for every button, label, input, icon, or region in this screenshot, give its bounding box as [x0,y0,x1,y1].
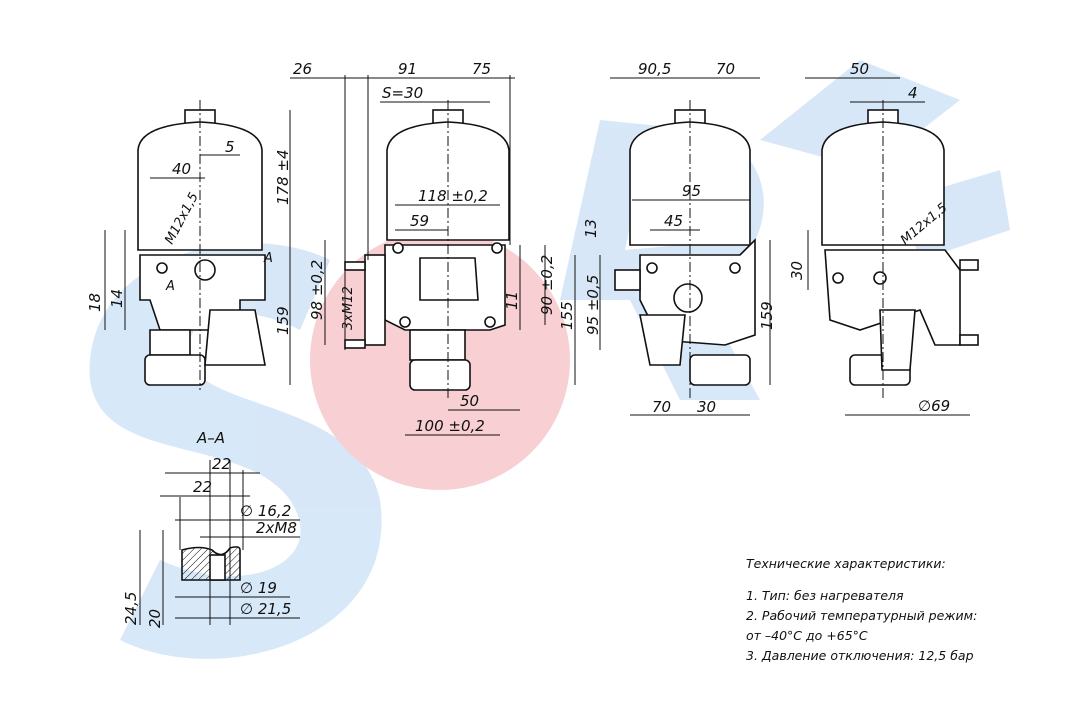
dim-40: 40 [172,160,191,178]
section-title: A–A [196,429,225,447]
dim-11: 11 [503,291,521,310]
dim-95: 95 [682,182,701,200]
dim-90-5: 90,5 [638,60,671,78]
dim-14: 14 [108,289,126,308]
spec-line: 1. Тип: без нагревателя [746,588,904,603]
spec-line: 3. Давление отключения: 12,5 бар [746,648,974,663]
dim-dia21: ∅ 21,5 [240,600,291,618]
dim-s30: S=30 [382,84,423,102]
dim-22a: 22 [212,455,231,473]
dim-91: 91 [398,60,417,78]
dim-22b: 22 [193,478,212,496]
dim-dia69: ∅69 [918,397,950,415]
dim-50: 50 [460,392,479,410]
dim-70b: 70 [652,398,671,416]
dim-159: 159 [758,301,776,330]
spec-line: 2. Рабочий температурный режим: [746,608,978,623]
technical-specs: Технические характеристики: 1. Тип: без … [746,554,977,666]
view-right [805,77,979,416]
spec-line: от –40°C до +65°C [746,628,868,643]
dim-18: 18 [86,293,104,312]
dim-95-5: 95 ±0,5 [584,275,602,335]
dim-20: 20 [146,609,164,628]
section-mark: A [263,251,273,266]
dim-98: 98 ±0,2 [308,260,326,320]
dim-159: 159 [274,306,292,335]
thread-3xm12: 3xM12 [341,286,356,330]
view-front [290,75,546,436]
dim-155: 155 [558,301,576,330]
specs-title: Технические характеристики: [746,556,946,571]
dim-5: 5 [225,138,235,156]
dim-90: 90 ±0,2 [538,255,556,315]
section-mark: A [165,279,175,294]
dim-dia19: ∅ 19 [240,579,277,597]
dim-50: 50 [850,60,869,78]
dim-100: 100 ±0,2 [415,417,485,435]
dim-118: 118 ±0,2 [418,187,488,205]
dim-75: 75 [472,60,491,78]
dim-24-5: 24,5 [122,592,140,625]
dim-26: 26 [293,60,312,78]
thread-2xm8: 2xM8 [256,519,297,537]
dim-dia16: ∅ 16,2 [240,502,291,520]
view-side [574,77,771,416]
section-a-a [139,460,300,625]
dim-59: 59 [410,212,429,230]
dim-30: 30 [788,261,806,280]
dim-178: 178 ±4 [274,149,292,205]
view-front-left [104,100,291,390]
dim-13: 13 [582,219,600,238]
dim-30: 30 [697,398,716,416]
dim-45: 45 [664,212,683,230]
dim-4: 4 [908,84,918,102]
dim-70: 70 [716,60,735,78]
